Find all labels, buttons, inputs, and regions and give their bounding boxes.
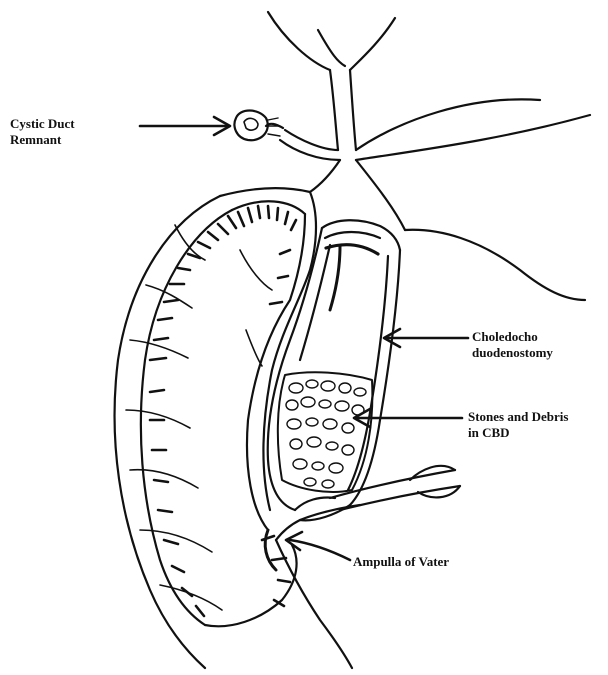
stones-and-debris — [278, 372, 373, 492]
hepatic-ducts — [268, 12, 590, 160]
label-line: Choledocho — [472, 329, 553, 345]
duodenum — [115, 192, 316, 668]
label-cystic-duct-remnant: Cystic Duct Remnant — [10, 116, 75, 148]
common-bile-duct — [220, 160, 585, 300]
choledochoduodenostomy — [268, 220, 400, 510]
arrow-cystic-duct — [140, 117, 230, 135]
label-choledochoduodenostomy: Choledocho duodenostomy — [472, 329, 553, 361]
label-line: Cystic Duct — [10, 116, 75, 132]
label-ampulla-of-vater: Ampulla of Vater — [353, 554, 449, 570]
label-line: in CBD — [468, 425, 568, 441]
arrow-choledochoduodenostomy — [384, 329, 468, 347]
label-line: duodenostomy — [472, 345, 553, 361]
cystic-duct-remnant — [235, 111, 341, 161]
label-stones-and-debris: Stones and Debris in CBD — [468, 409, 568, 441]
label-line: Stones and Debris — [468, 409, 568, 425]
label-line: Remnant — [10, 132, 75, 148]
duodenal-mucosa — [150, 206, 296, 616]
label-line: Ampulla of Vater — [353, 554, 449, 570]
